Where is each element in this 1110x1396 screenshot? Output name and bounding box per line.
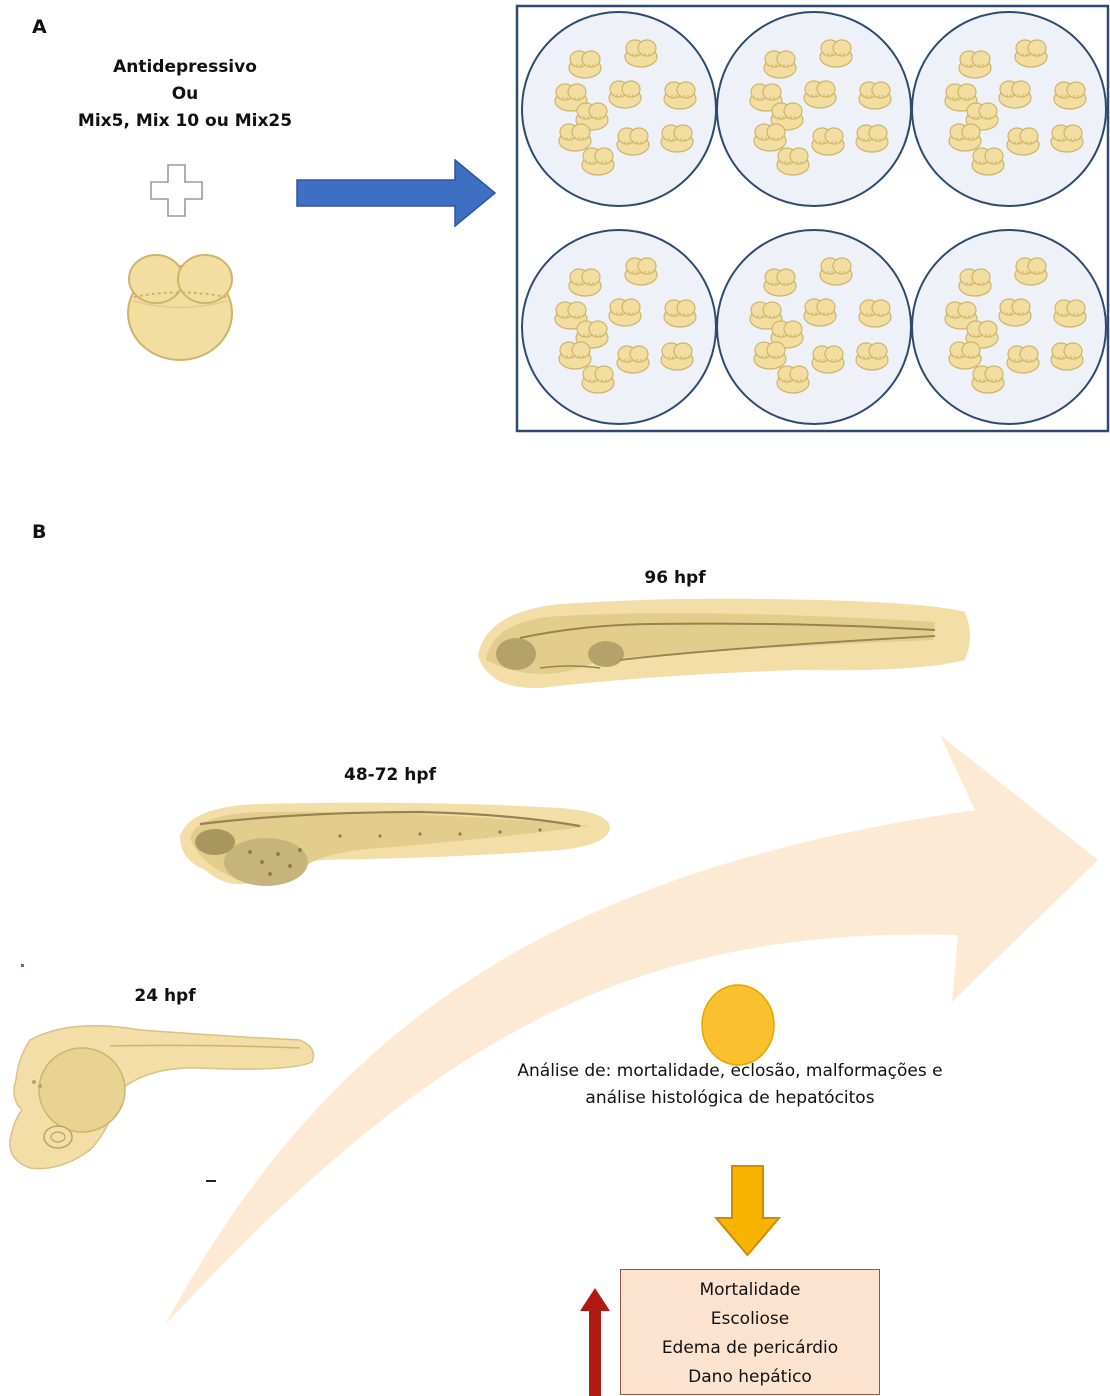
larva-48-72hpf-icon (180, 803, 610, 886)
analysis-text: Análise de: mortalidade, eclosão, malfor… (455, 1058, 1005, 1112)
treatment-line: Mix5, Mix 10 ou Mix25 (40, 108, 330, 135)
well-embryo (664, 82, 696, 109)
well-embryo (764, 269, 796, 296)
down-arrow (716, 1166, 779, 1255)
increase-arrow (580, 1288, 610, 1396)
well-embryo (764, 51, 796, 78)
treatment-line: Antidepressivo (40, 54, 330, 81)
well-embryo (859, 82, 891, 109)
well-embryo (812, 346, 844, 373)
well-embryo (959, 269, 991, 296)
well-embryo (664, 300, 696, 327)
results-box: Mortalidade Escoliose Edema de pericárdi… (620, 1269, 880, 1395)
well-embryo (625, 258, 657, 285)
well-embryo (820, 40, 852, 67)
panel-a-label: A (32, 16, 47, 38)
stray-mark (206, 1180, 216, 1182)
well-embryo (1015, 258, 1047, 285)
well-embryo (972, 366, 1004, 393)
well (522, 12, 716, 206)
well-embryo (972, 148, 1004, 175)
result-item: Mortalidade (621, 1276, 879, 1305)
result-item: Dano hepático (621, 1363, 879, 1392)
well (717, 12, 911, 206)
well-embryo (754, 342, 786, 369)
result-item: Escoliose (621, 1305, 879, 1334)
embryo-icon (128, 255, 232, 360)
result-item: Edema de pericárdio (621, 1334, 879, 1363)
analysis-line: análise histológica de hepatócitos (455, 1085, 1005, 1112)
well-embryo (1054, 82, 1086, 109)
well-embryo (625, 40, 657, 67)
well-embryo (1051, 125, 1083, 152)
well-embryo (812, 128, 844, 155)
well-embryo (949, 124, 981, 151)
well-embryo (959, 51, 991, 78)
well-embryo (804, 299, 836, 326)
larva-96hpf-icon (478, 599, 970, 688)
blue-arrow (297, 160, 495, 226)
well-embryo (754, 124, 786, 151)
well-embryo (999, 299, 1031, 326)
stage-label-24hpf: 24 hpf (110, 986, 220, 1006)
well-embryo (1054, 300, 1086, 327)
well-embryo (1007, 346, 1039, 373)
stray-mark (21, 964, 24, 967)
well-embryo (820, 258, 852, 285)
well-embryo (777, 366, 809, 393)
well-embryo (661, 125, 693, 152)
plus-icon (151, 165, 202, 216)
well-embryo (609, 299, 641, 326)
stage-label-48-72hpf: 48-72 hpf (320, 765, 460, 785)
stage-label-96hpf: 96 hpf (605, 568, 745, 588)
well-embryo (609, 81, 641, 108)
well-embryo (856, 343, 888, 370)
well-embryo (1015, 40, 1047, 67)
well (912, 12, 1106, 206)
well (522, 230, 716, 424)
well-embryo (617, 128, 649, 155)
well-embryo (804, 81, 836, 108)
well-embryo (559, 124, 591, 151)
well-embryo (949, 342, 981, 369)
well-embryo (617, 346, 649, 373)
analysis-line: Análise de: mortalidade, eclosão, malfor… (455, 1058, 1005, 1085)
well-embryo (777, 148, 809, 175)
yellow-circle (702, 985, 774, 1065)
well-embryo (859, 300, 891, 327)
well-embryo (999, 81, 1031, 108)
well-embryo (661, 343, 693, 370)
panel-b-label: B (32, 521, 46, 543)
treatment-label: Antidepressivo Ou Mix5, Mix 10 ou Mix25 (40, 54, 330, 135)
well-embryo (1007, 128, 1039, 155)
well-embryo (559, 342, 591, 369)
well (912, 230, 1106, 424)
well-embryo (569, 269, 601, 296)
treatment-line: Ou (40, 81, 330, 108)
embryo-24hpf-icon (10, 1026, 314, 1169)
well-embryo (582, 148, 614, 175)
well-embryo (856, 125, 888, 152)
well-embryo (1051, 343, 1083, 370)
well-embryo (582, 366, 614, 393)
well-embryo (569, 51, 601, 78)
well (717, 230, 911, 424)
